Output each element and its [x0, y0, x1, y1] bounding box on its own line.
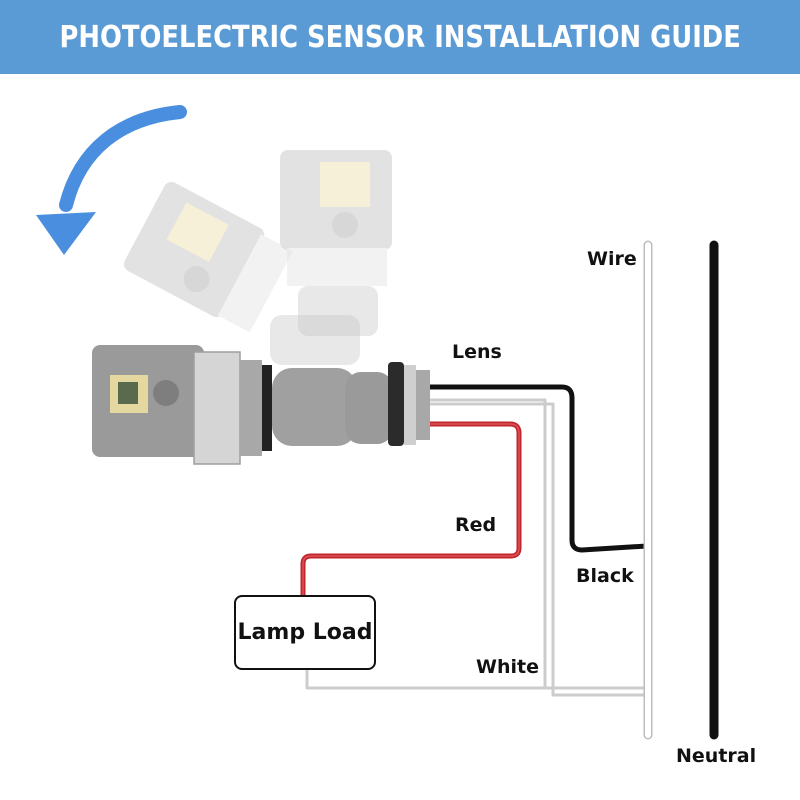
wire-label: Wire	[587, 248, 637, 270]
red-label: Red	[455, 514, 497, 536]
title-banner: PHOTOELECTRIC SENSOR INSTALLATION GUIDE	[0, 0, 800, 74]
rotate-arrow-icon	[36, 105, 187, 255]
sensor-ghost-upright	[280, 150, 392, 336]
lamp-load-box: Lamp Load	[234, 595, 376, 670]
neutral-label: Neutral	[676, 745, 757, 767]
white-label: White	[476, 656, 539, 678]
red-wire	[300, 421, 522, 598]
sensor-ghost-tilted	[124, 181, 360, 365]
lamp-load-label: Lamp Load	[237, 620, 373, 645]
red-wire-highlight	[302, 423, 520, 598]
black-wire	[430, 384, 648, 553]
lens-label: Lens	[452, 341, 502, 363]
photocell-sensor-icon	[92, 345, 430, 465]
page-title: PHOTOELECTRIC SENSOR INSTALLATION GUIDE	[59, 19, 741, 55]
black-label: Black	[576, 565, 634, 587]
